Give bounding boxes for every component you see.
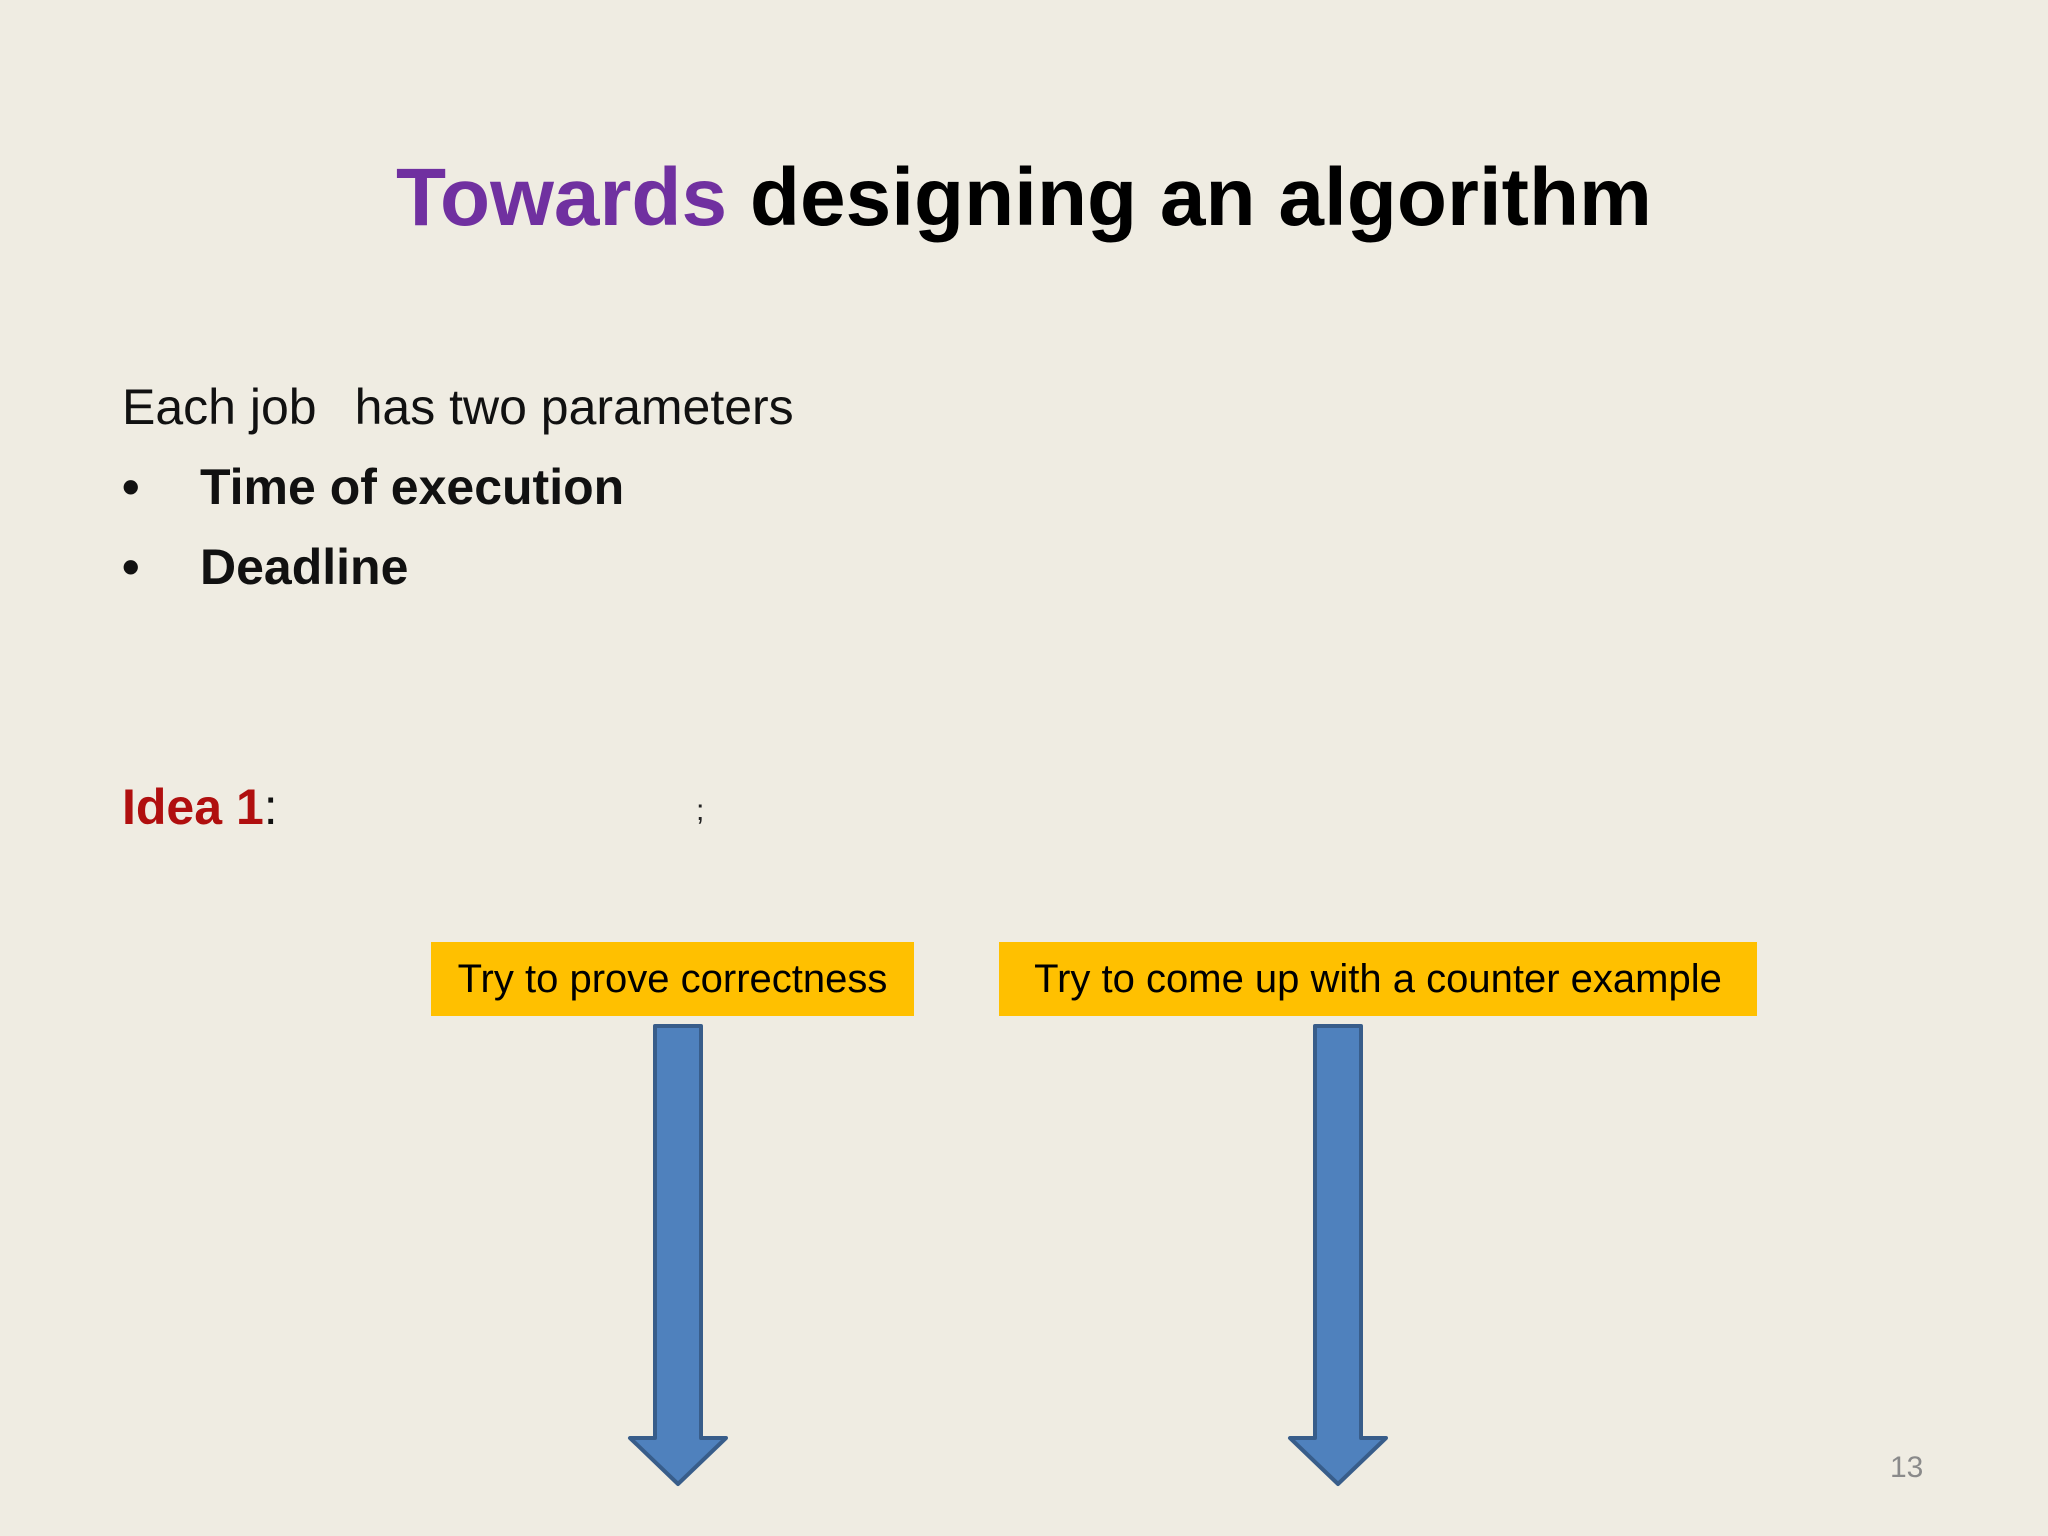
intro-text-part2: has two parameters xyxy=(354,379,794,435)
bullet-label: Deadline xyxy=(200,539,409,595)
idea-heading: Idea 1: xyxy=(122,776,278,838)
bullet-item-time-of-execution: • Time of execution xyxy=(122,456,624,518)
intro-line: Each job has two parameters xyxy=(122,376,794,438)
down-arrow-icon xyxy=(628,1024,728,1486)
intro-text-part1: Each job xyxy=(122,379,317,435)
prove-correctness-box: Try to prove correctness xyxy=(431,942,914,1016)
bullet-dot-icon: • xyxy=(122,539,140,595)
idea-partial-text: ; xyxy=(696,794,705,827)
bullet-dot-icon: • xyxy=(122,459,140,515)
slide-title: Towards designing an algorithm xyxy=(0,148,2048,248)
bullet-item-deadline: • Deadline xyxy=(122,536,408,598)
page-number: 13 xyxy=(1890,1451,1924,1484)
title-accent-word: Towards xyxy=(396,152,728,243)
idea-colon: : xyxy=(263,779,278,835)
title-rest-text: designing an algorithm xyxy=(749,152,1652,243)
down-arrow-icon xyxy=(1288,1024,1388,1486)
counter-example-box: Try to come up with a counter example xyxy=(999,942,1757,1016)
idea-label: Idea 1 xyxy=(122,779,264,835)
bullet-label: Time of execution xyxy=(200,459,625,515)
